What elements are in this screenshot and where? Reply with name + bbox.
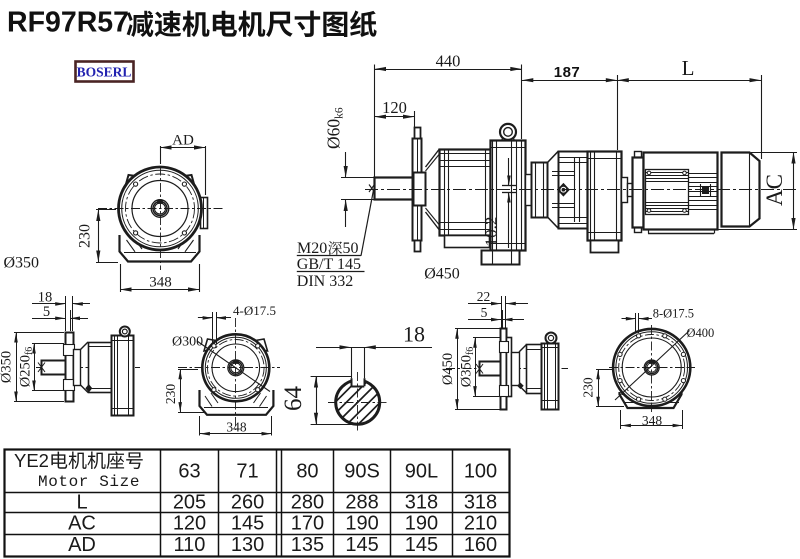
svg-text:130: 130 — [231, 534, 264, 556]
svg-text:145: 145 — [231, 513, 264, 535]
svg-text:100: 100 — [464, 461, 497, 483]
svg-text:90S: 90S — [344, 461, 380, 483]
svg-text:Motor Size: Motor Size — [38, 473, 140, 491]
svg-text:Ø350: Ø350 — [4, 255, 40, 272]
svg-text:22: 22 — [477, 289, 491, 304]
svg-text:Ø400: Ø400 — [687, 326, 715, 340]
svg-text:Ø300: Ø300 — [172, 335, 203, 350]
svg-text:Ø450: Ø450 — [424, 266, 460, 283]
svg-text:4-Ø17.5: 4-Ø17.5 — [233, 303, 276, 318]
svg-text:YE2: YE2 — [14, 450, 49, 471]
svg-text:160: 160 — [464, 534, 497, 556]
svg-text:230: 230 — [581, 377, 596, 398]
svg-text:DIN 332: DIN 332 — [297, 273, 353, 290]
svg-text:190: 190 — [405, 513, 438, 535]
svg-text:GB/T 145: GB/T 145 — [297, 256, 361, 273]
svg-text:120: 120 — [382, 98, 407, 117]
svg-text:190: 190 — [345, 513, 378, 535]
svg-text:18: 18 — [38, 290, 53, 306]
svg-text:Ø350f6: Ø350f6 — [459, 347, 477, 388]
svg-text:187: 187 — [554, 64, 581, 81]
svg-text:Ø350: Ø350 — [0, 351, 15, 383]
svg-text:AD: AD — [172, 133, 194, 149]
svg-text:135: 135 — [291, 534, 324, 556]
svg-text:AC: AC — [68, 513, 96, 535]
svg-text:L: L — [76, 491, 87, 513]
svg-text:440: 440 — [436, 52, 461, 71]
svg-text:8-Ø17.5: 8-Ø17.5 — [653, 306, 694, 320]
svg-text:71: 71 — [236, 461, 258, 483]
svg-text:80: 80 — [296, 461, 318, 483]
svg-text:64: 64 — [280, 386, 307, 412]
svg-text:145: 145 — [345, 534, 378, 556]
svg-text:288: 288 — [345, 491, 378, 513]
svg-text:18: 18 — [403, 322, 425, 347]
svg-text:348: 348 — [149, 274, 172, 290]
svg-text:210: 210 — [464, 513, 497, 535]
svg-text:Ø60k6: Ø60k6 — [324, 107, 346, 149]
svg-text:Ø250f6: Ø250f6 — [18, 347, 36, 388]
svg-text:145: 145 — [405, 534, 438, 556]
svg-text:5: 5 — [481, 305, 488, 320]
svg-text:318: 318 — [405, 491, 438, 513]
svg-text:L: L — [682, 56, 695, 80]
svg-text:348: 348 — [226, 420, 247, 435]
svg-text:50: 50 — [343, 240, 359, 257]
svg-text:BOSERL: BOSERL — [77, 65, 132, 80]
svg-text:280: 280 — [291, 491, 324, 513]
svg-text:Ø450: Ø450 — [440, 353, 456, 385]
svg-text:348: 348 — [642, 413, 663, 428]
svg-text:260: 260 — [231, 491, 264, 513]
svg-text:110: 110 — [174, 534, 206, 556]
svg-text:318: 318 — [464, 491, 497, 513]
svg-text:10.2: 10.2 — [482, 217, 501, 247]
svg-text:170: 170 — [291, 513, 324, 535]
svg-text:5: 5 — [43, 304, 50, 320]
svg-text:RF97R57: RF97R57 — [7, 7, 129, 39]
svg-text:M20: M20 — [297, 240, 327, 257]
svg-text:63: 63 — [178, 461, 200, 483]
svg-text:230: 230 — [163, 384, 178, 405]
svg-text:90L: 90L — [405, 461, 438, 483]
svg-text:230: 230 — [77, 224, 94, 248]
svg-text:AD: AD — [68, 534, 96, 556]
svg-text:120: 120 — [173, 513, 206, 535]
svg-text:205: 205 — [173, 491, 206, 513]
